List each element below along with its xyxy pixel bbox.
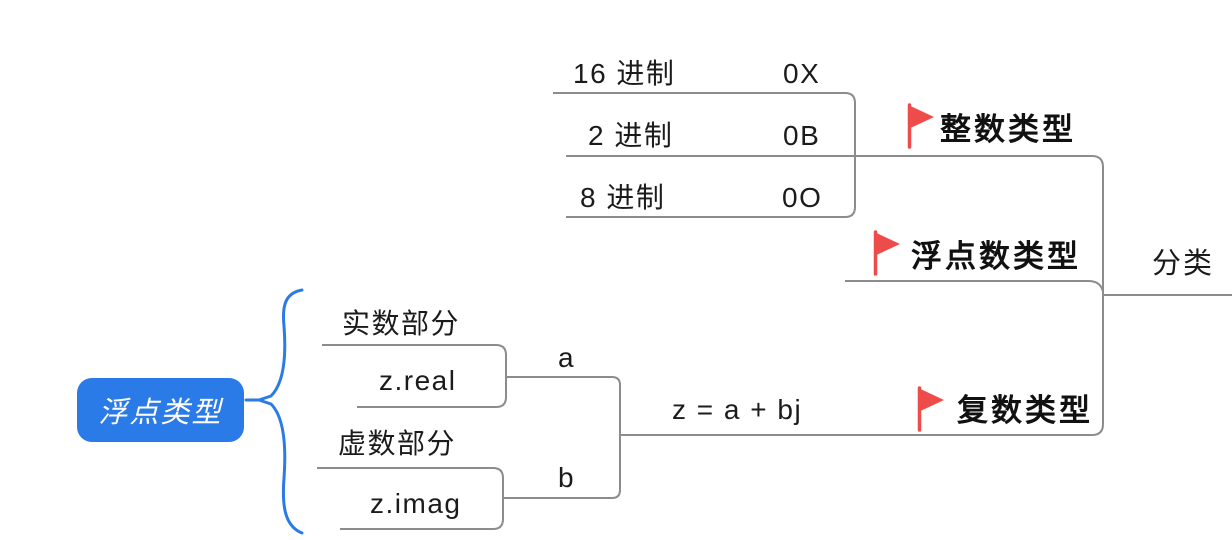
- topic-oct-prefix[interactable]: 0O: [782, 182, 823, 213]
- connector-lines: [317, 92, 1232, 530]
- topic-complex-type[interactable]: 复数类型: [957, 393, 1093, 428]
- topic-hex[interactable]: 16 进制: [573, 58, 676, 89]
- topic-integer-type[interactable]: 整数类型: [940, 112, 1076, 147]
- summary-brace: [244, 288, 304, 535]
- topic-float-type[interactable]: 浮点数类型: [911, 239, 1081, 274]
- topic-var-b[interactable]: b: [558, 462, 576, 493]
- topic-oct[interactable]: 8 进制: [580, 182, 666, 213]
- topic-hex-prefix[interactable]: 0X: [783, 58, 821, 89]
- topic-real-part[interactable]: 实数部分: [342, 308, 461, 339]
- topic-z-imag[interactable]: z.imag: [370, 488, 462, 519]
- root-topic[interactable]: 分类: [1152, 248, 1215, 280]
- flag-icon: [907, 103, 934, 149]
- topic-bin[interactable]: 2 进制: [588, 120, 674, 151]
- topic-var-a[interactable]: a: [558, 342, 576, 373]
- flag-icon: [873, 230, 900, 276]
- topic-complex-formula[interactable]: z = a + bj: [672, 394, 803, 425]
- topic-imag-part[interactable]: 虚数部分: [338, 428, 457, 459]
- topic-bin-prefix[interactable]: 0B: [783, 120, 821, 151]
- summary-topic-float-type[interactable]: 浮点类型: [77, 378, 244, 442]
- summary-topic-label: 浮点类型: [98, 397, 223, 429]
- flag-icon: [917, 386, 944, 432]
- topic-z-real[interactable]: z.real: [379, 365, 457, 396]
